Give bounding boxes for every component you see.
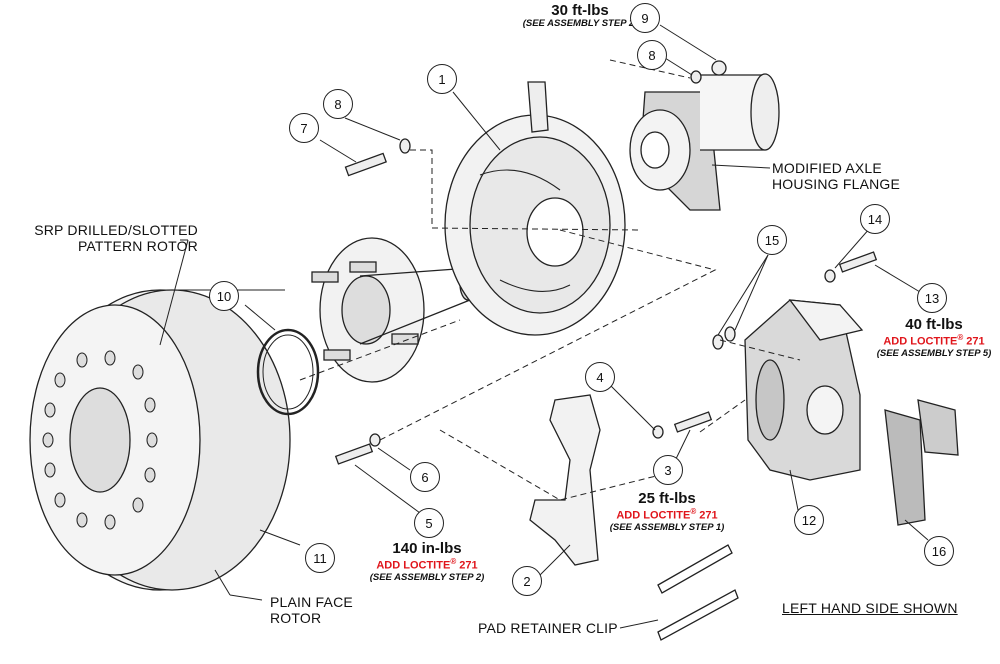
- axle-housing: [629, 73, 780, 211]
- rotor-bottom-label: PLAIN FACE ROTOR: [270, 594, 353, 626]
- callout-1: 1: [427, 64, 457, 94]
- callout-8-left: 8: [323, 89, 353, 119]
- torque-value: 25 ft-lbs: [638, 490, 696, 507]
- registered-mark: ®: [957, 333, 964, 343]
- callout-12: 12: [794, 505, 824, 535]
- assembly-lines: [299, 59, 801, 501]
- seal-ring: [256, 328, 320, 416]
- callout-3: 3: [653, 455, 683, 485]
- callout-8-top: 8: [637, 40, 667, 70]
- callout-5: 5: [414, 508, 444, 538]
- rotor-top-label: SRP DRILLED/SLOTTED PATTERN ROTOR: [8, 222, 198, 254]
- callout-11: 11: [305, 543, 335, 573]
- axle-label-line1: MODIFIED AXLE: [772, 160, 882, 176]
- torque-spec-3: 25 ft-lbs ADD LOCTITE® 271 (SEE ASSEMBLY…: [604, 490, 730, 533]
- rotor-top-label-line2: PATTERN ROTOR: [77, 238, 198, 255]
- torque-value: 40 ft-lbs: [905, 316, 963, 333]
- torque-note: (SEE ASSEMBLY STEP 5): [876, 347, 992, 359]
- rotor-bottom-label-line1: PLAIN FACE: [270, 594, 353, 610]
- callout-4: 4: [585, 362, 615, 392]
- registered-mark: ®: [450, 557, 457, 567]
- left-hand-side-label: LEFT HAND SIDE SHOWN: [782, 600, 958, 616]
- loctite-label: ADD LOCTITE: [376, 559, 451, 572]
- callout-10: 10: [209, 281, 239, 311]
- loctite-number: 271: [699, 509, 718, 522]
- callout-16: 16: [924, 536, 954, 566]
- rotor-bottom-label-line2: ROTOR: [270, 610, 322, 627]
- backing-plate: [444, 81, 626, 336]
- torque-spec-5: 140 in-lbs ADD LOCTITE® 271 (SEE ASSEMBL…: [364, 540, 490, 583]
- loctite-number: 271: [459, 559, 478, 572]
- brake-pad-inner: [884, 409, 926, 526]
- pad-retainer-clip-1: [657, 544, 733, 594]
- rotor: [29, 289, 291, 591]
- torque-value: 30 ft-lbs: [551, 2, 609, 19]
- callout-6: 6: [410, 462, 440, 492]
- loctite-text: ADD LOCTITE® 271: [364, 557, 490, 572]
- torque-note: (SEE ASSEMBLY STEP 2): [369, 571, 485, 583]
- leader-lines: [159, 24, 929, 629]
- loctite-text: ADD LOCTITE® 271: [872, 333, 996, 348]
- brake-pad-outer: [917, 399, 959, 456]
- pad-retainer-clip-label: PAD RETAINER CLIP: [478, 620, 618, 636]
- callout-2: 2: [512, 566, 542, 596]
- axle-label-line2: HOUSING FLANGE: [772, 176, 901, 193]
- hardware: [334, 60, 878, 465]
- axle-hub: [311, 237, 477, 383]
- loctite-number: 271: [966, 335, 985, 348]
- loctite-label: ADD LOCTITE: [883, 335, 958, 348]
- callout-13: 13: [917, 283, 947, 313]
- callout-14: 14: [860, 204, 890, 234]
- rotor-top-label-line1: SRP DRILLED/SLOTTED: [34, 222, 198, 238]
- caliper: [744, 299, 864, 481]
- torque-spec-13: 40 ft-lbs ADD LOCTITE® 271 (SEE ASSEMBLY…: [872, 316, 996, 359]
- callout-15: 15: [757, 225, 787, 255]
- callout-7: 7: [289, 113, 319, 143]
- axle-label: MODIFIED AXLE HOUSING FLANGE: [772, 160, 900, 192]
- callout-9: 9: [630, 3, 660, 33]
- torque-note: (SEE ASSEMBLY STEP 2): [522, 18, 638, 30]
- torque-note: (SEE ASSEMBLY STEP 1): [609, 521, 725, 533]
- torque-value: 140 in-lbs: [392, 540, 462, 557]
- loctite-text: ADD LOCTITE® 271: [604, 507, 730, 522]
- caliper-bracket: [529, 394, 601, 566]
- pad-retainer-clip-2: [657, 589, 739, 641]
- torque-spec-9: 30 ft-lbs (SEE ASSEMBLY STEP 2): [520, 2, 640, 30]
- loctite-label: ADD LOCTITE: [616, 509, 691, 522]
- registered-mark: ®: [690, 507, 697, 517]
